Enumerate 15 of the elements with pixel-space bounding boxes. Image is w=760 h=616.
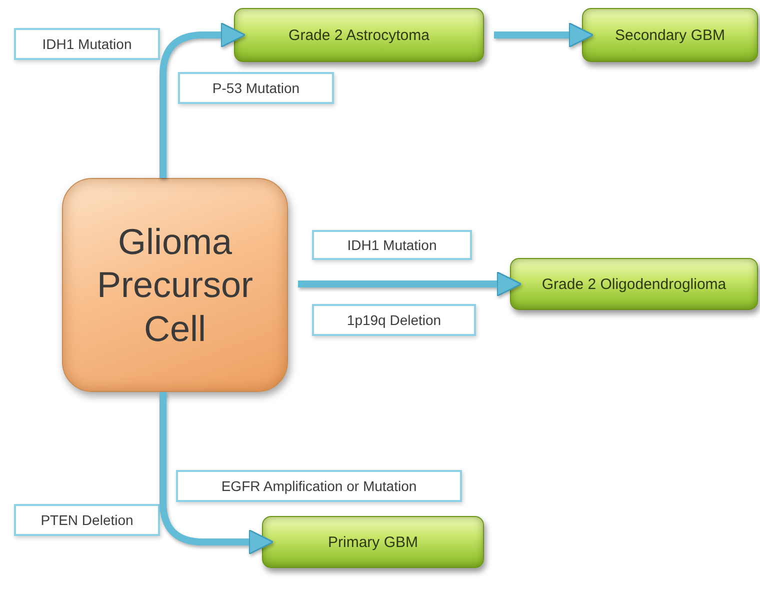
tumor-box: Grade 2 Oligodendroglioma: [510, 258, 758, 310]
mutation-label-box: PTEN Deletion: [14, 504, 160, 536]
mutation-label-box: P-53 Mutation: [178, 72, 334, 104]
arrow: [298, 271, 522, 297]
arrow: [160, 392, 274, 555]
cell-box: Glioma Precursor Cell: [62, 178, 288, 392]
mutation-label-box: EGFR Amplification or Mutation: [176, 470, 462, 502]
tumor-box: Grade 2 Astrocytoma: [234, 8, 484, 62]
mutation-label-box: 1p19q Deletion: [312, 304, 476, 336]
arrow: [494, 22, 594, 48]
mutation-label-box: IDH1 Mutation: [14, 28, 160, 60]
tumor-box: Primary GBM: [262, 516, 484, 568]
mutation-label-box: IDH1 Mutation: [312, 230, 472, 260]
tumor-box: Secondary GBM: [582, 8, 758, 62]
arrow: [160, 22, 246, 178]
